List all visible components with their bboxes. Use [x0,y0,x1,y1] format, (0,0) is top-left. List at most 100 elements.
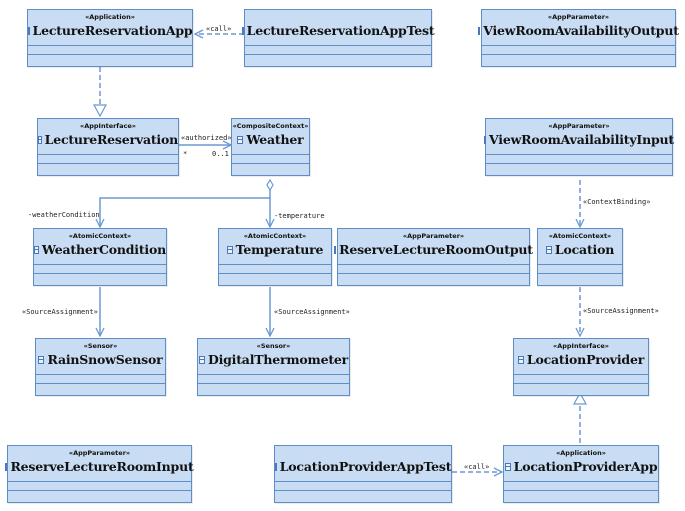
class-location-provider-app[interactable]: «Application» LocationProviderApp [503,445,659,503]
class-name: Weather [246,132,304,147]
class-icon [334,245,337,254]
stereotype-label: «Application» [556,449,606,457]
class-icon [38,355,45,364]
stereotype-label: «AppParameter» [547,13,610,21]
class-name: ReserveLectureRoomOutput [339,242,533,257]
attributes-compartment [338,265,529,274]
class-name: ReserveLectureRoomInput [10,459,194,474]
attributes-compartment [34,265,166,274]
composition-weather-condition [100,180,270,227]
class-location-provider[interactable]: «AppInterface» LocationProvider [513,338,649,396]
weather-condition-role: -weatherCondition [28,211,100,219]
class-name: Temperature [235,242,324,257]
operations-compartment [8,491,191,500]
source-assignment-label-mid: «SourceAssignment» [274,308,350,316]
class-name: LocationProviderAppTest [279,459,452,474]
class-name: ViewRoomAvailabilityInput [489,132,674,147]
class-icon [484,135,487,144]
stereotype-label: «CompositeContext» [232,122,309,130]
stereotype-label: «AppParameter» [68,449,131,457]
class-icon [34,245,39,254]
class-weather-condition[interactable]: «AtomicContext» WeatherCondition [33,228,167,286]
stereotype-label: «AtomicContext» [243,232,307,240]
multiplicity-range: 0..1 [212,150,229,158]
attributes-compartment [38,155,178,164]
class-name: Location [554,242,615,257]
operations-compartment [538,274,622,283]
class-icon [274,462,277,471]
operations-compartment [514,384,648,393]
operations-compartment [504,491,658,500]
stereotype-label: «AppInterface» [553,342,609,350]
class-icon [478,26,481,35]
context-binding-label: «ContextBinding» [583,198,650,206]
class-view-room-availability-output[interactable]: «AppParameter» ViewRoomAvailabilityOutpu… [478,9,679,67]
class-name: LocationProvider [526,352,645,367]
class-reserve-lecture-room-input[interactable]: «AppParameter» ReserveLectureRoomInput [5,445,194,503]
operations-compartment [36,384,165,393]
attributes-compartment [198,375,349,384]
attributes-compartment [36,375,165,384]
stereotype-label: «AppParameter» [548,122,610,130]
source-assignment-label-right: «SourceAssignment» [583,307,659,315]
operations-compartment [38,164,178,173]
authorized-label: «authorized» [181,134,232,142]
operations-compartment [232,164,309,173]
call-label-top: «call» [206,25,231,33]
class-icon [38,135,42,144]
attributes-compartment [28,46,192,55]
class-name: LectureReservationApp [32,23,193,38]
attributes-compartment [486,155,672,164]
class-icon [5,462,8,471]
class-name: LectureReservation [44,132,179,147]
class-icon [226,245,233,254]
class-lecture-reservation-app-test[interactable]: LectureReservationAppTest [241,9,435,67]
class-icon [517,355,524,364]
multiplicity-star: * [183,150,187,158]
class-icon [241,26,244,35]
class-icon [198,355,205,364]
stereotype-label: «Sensor» [83,342,118,350]
class-view-room-availability-input[interactable]: «AppParameter» ViewRoomAvailabilityInput [484,118,674,176]
class-name: RainSnowSensor [47,352,163,367]
attributes-compartment [219,265,331,274]
class-location[interactable]: «AtomicContext» Location [537,228,623,286]
stereotype-label: «AppInterface» [80,122,136,130]
class-rain-snow-sensor[interactable]: «Sensor» RainSnowSensor [35,338,166,396]
class-lecture-reservation[interactable]: «AppInterface» LectureReservation [37,118,179,176]
source-assignment-label-left: «SourceAssignment» [22,308,98,316]
stereotype-label: «Application» [85,13,135,21]
stereotype-label: «AtomicContext» [548,232,612,240]
attributes-compartment [538,265,622,274]
class-name: DigitalThermometer [207,352,349,367]
operations-compartment [275,491,451,500]
class-name: ViewRoomAvailabilityOutput [483,23,679,38]
attributes-compartment [514,375,648,384]
class-name: LectureReservationAppTest [246,23,435,38]
class-weather[interactable]: «CompositeContext» Weather [231,118,310,176]
class-name: LocationProviderApp [513,459,658,474]
stereotype-label: «AppParameter» [402,232,465,240]
operations-compartment [245,55,431,64]
class-temperature[interactable]: «AtomicContext» Temperature [218,228,332,286]
stereotype-label: «AtomicContext» [68,232,132,240]
class-lecture-reservation-app[interactable]: «Application» LectureReservationApp [27,9,193,67]
class-digital-thermometer[interactable]: «Sensor» DigitalThermometer [197,338,350,396]
stereotype-label: «Sensor» [256,342,291,350]
class-name: WeatherCondition [41,242,166,257]
attributes-compartment [482,46,675,55]
class-icon [237,135,244,144]
attributes-compartment [275,482,451,491]
operations-compartment [34,274,166,283]
operations-compartment [28,55,192,64]
attributes-compartment [232,155,309,164]
class-location-provider-app-test[interactable]: LocationProviderAppTest [274,445,452,503]
attributes-compartment [504,482,658,491]
attributes-compartment [8,482,191,491]
class-reserve-lecture-room-output[interactable]: «AppParameter» ReserveLectureRoomOutput [334,228,533,286]
attributes-compartment [245,46,431,55]
operations-compartment [482,55,675,64]
class-icon [545,245,552,254]
